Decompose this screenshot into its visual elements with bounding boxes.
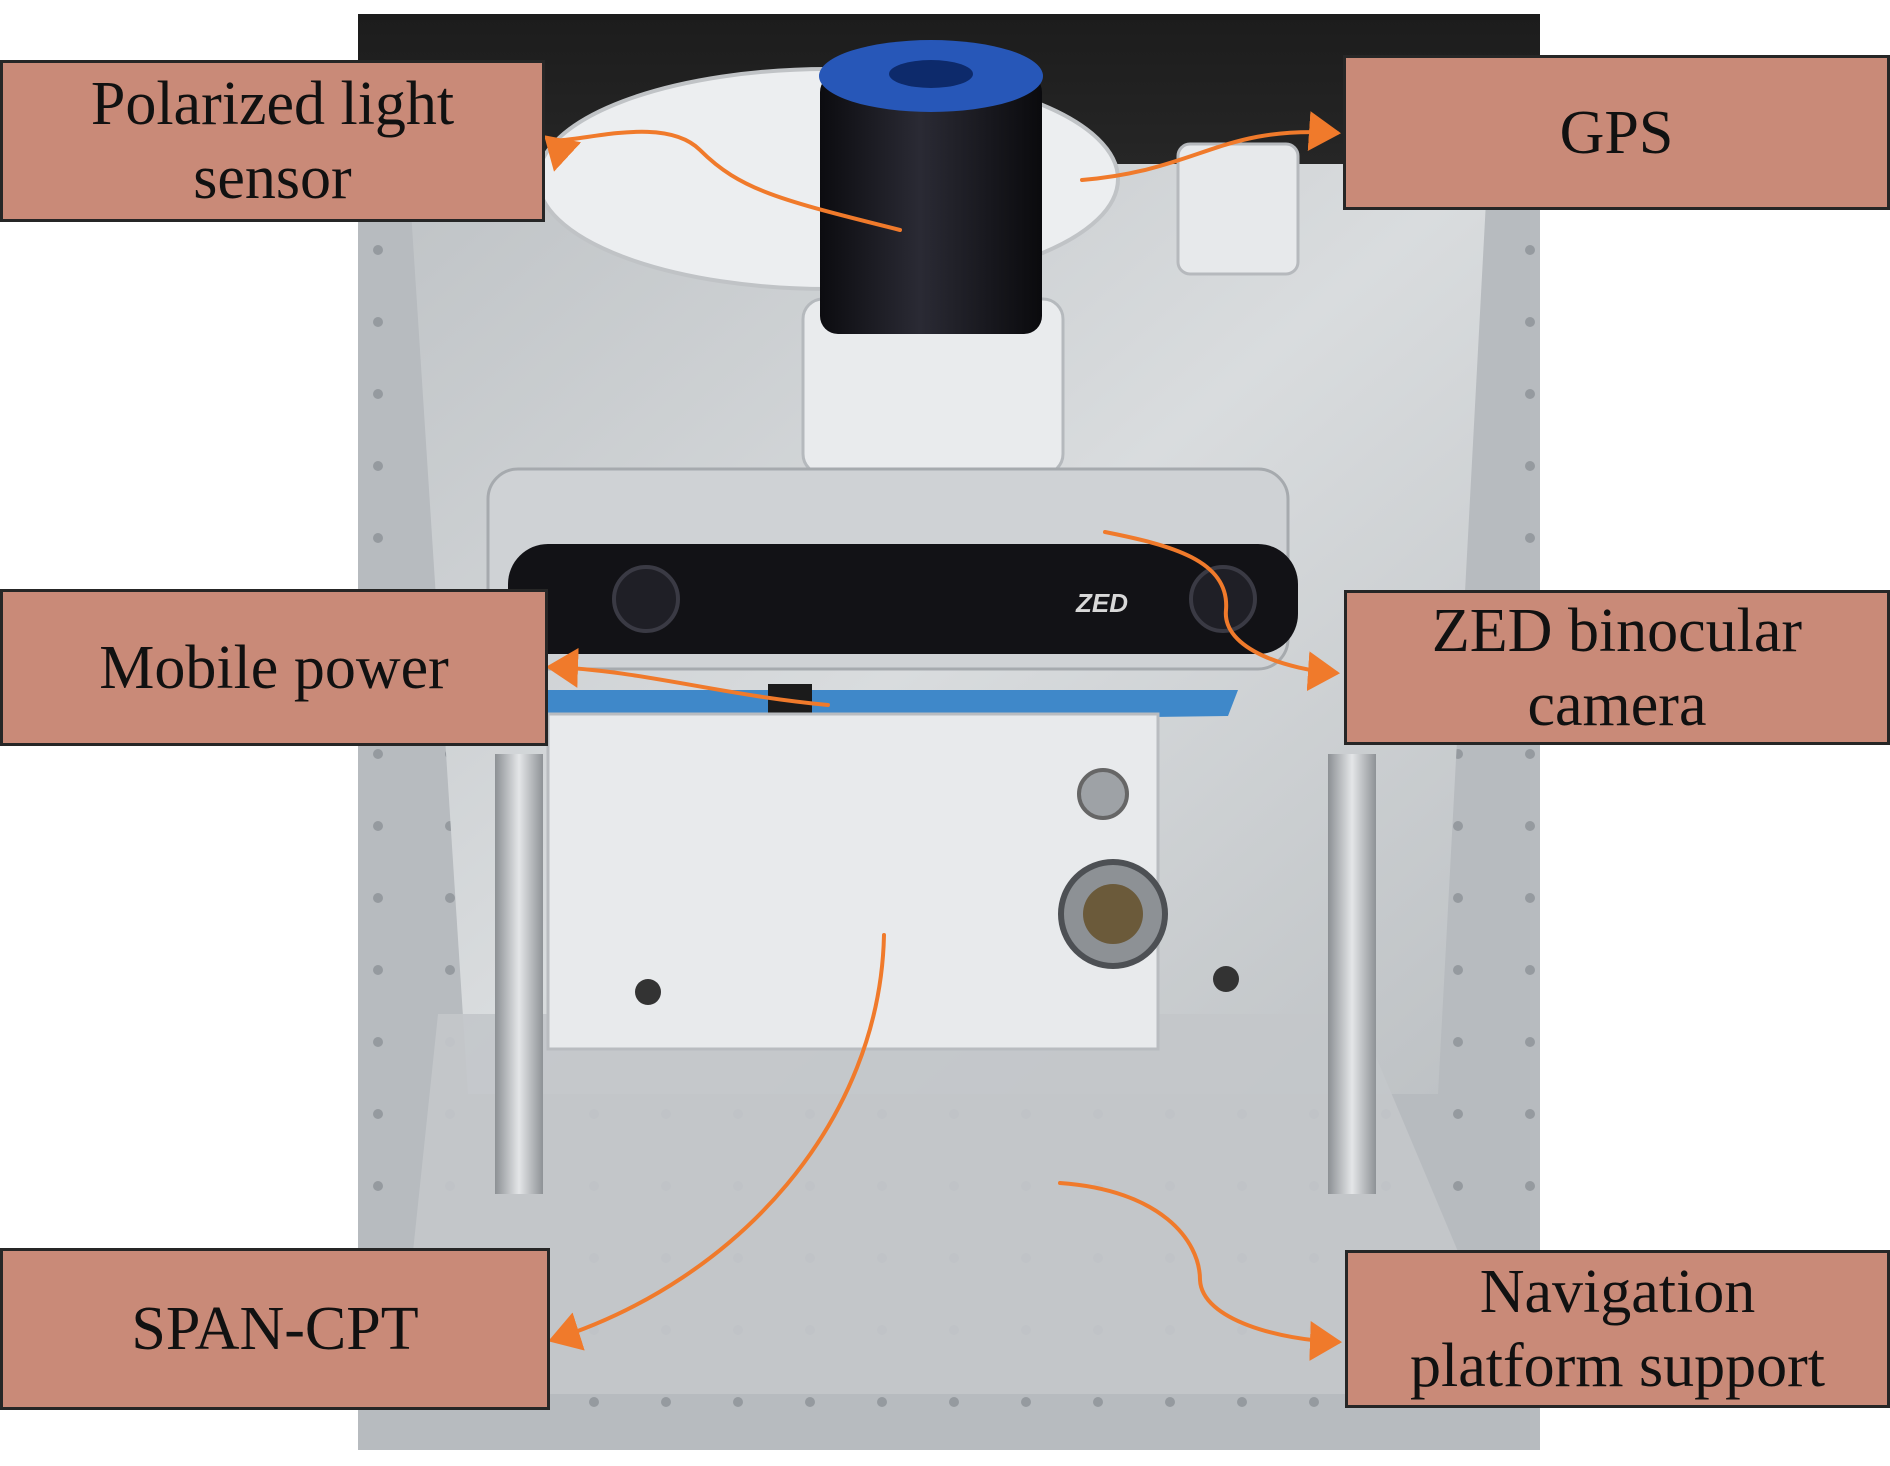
- label-gps-text: GPS: [1559, 98, 1674, 167]
- sensor-lens: [889, 60, 973, 88]
- label-navigation-line1: Navigation: [1479, 1258, 1756, 1326]
- right-lens: [1189, 565, 1257, 633]
- label-mobile-power-text: Mobile power: [99, 633, 449, 702]
- label-span-cpt: SPAN-CPT: [0, 1248, 550, 1410]
- base-plate: [398, 1014, 1518, 1394]
- box-screw-left: [635, 979, 661, 1005]
- arrow-polarized: [544, 129, 902, 232]
- label-polarized-line1: Polarized light: [90, 70, 455, 138]
- left-lens: [612, 565, 680, 633]
- label-mobile-power: Mobile power: [0, 589, 548, 746]
- connector-round-inner: [1083, 884, 1143, 944]
- support-pole-left: [495, 754, 543, 1194]
- navigation-platform-photo: ZED: [358, 14, 1540, 1450]
- label-polarized-light-sensor: Polarized light sensor: [0, 60, 545, 222]
- arrow-gps: [1080, 111, 1341, 182]
- label-span-text: SPAN-CPT: [131, 1295, 419, 1363]
- label-zed-line1: ZED binocular: [1431, 596, 1803, 665]
- label-navigation-line2: platform support: [1410, 1332, 1825, 1400]
- gps-connector: [1176, 142, 1300, 276]
- label-polarized-line2: sensor: [193, 144, 352, 212]
- connector-small: [1077, 768, 1129, 820]
- label-navigation-platform-support: Navigation platform support: [1345, 1250, 1890, 1408]
- zed-badge: ZED: [1075, 588, 1128, 618]
- sensor-cylinder: [820, 74, 1042, 334]
- arrow-span: [548, 933, 886, 1351]
- arrow-zed: [1103, 530, 1340, 692]
- box-screw-right: [1213, 966, 1239, 992]
- arrow-mobile-power: [546, 647, 830, 707]
- label-gps: GPS: [1343, 55, 1890, 210]
- label-zed-line2: camera: [1527, 670, 1707, 739]
- platform-scene: ZED: [358, 40, 1540, 1450]
- zed-camera-body: [508, 544, 1298, 654]
- arrow-navigation: [1058, 1181, 1342, 1362]
- support-pole-right: [1328, 754, 1376, 1194]
- label-zed-binocular-camera: ZED binocular camera: [1344, 590, 1890, 745]
